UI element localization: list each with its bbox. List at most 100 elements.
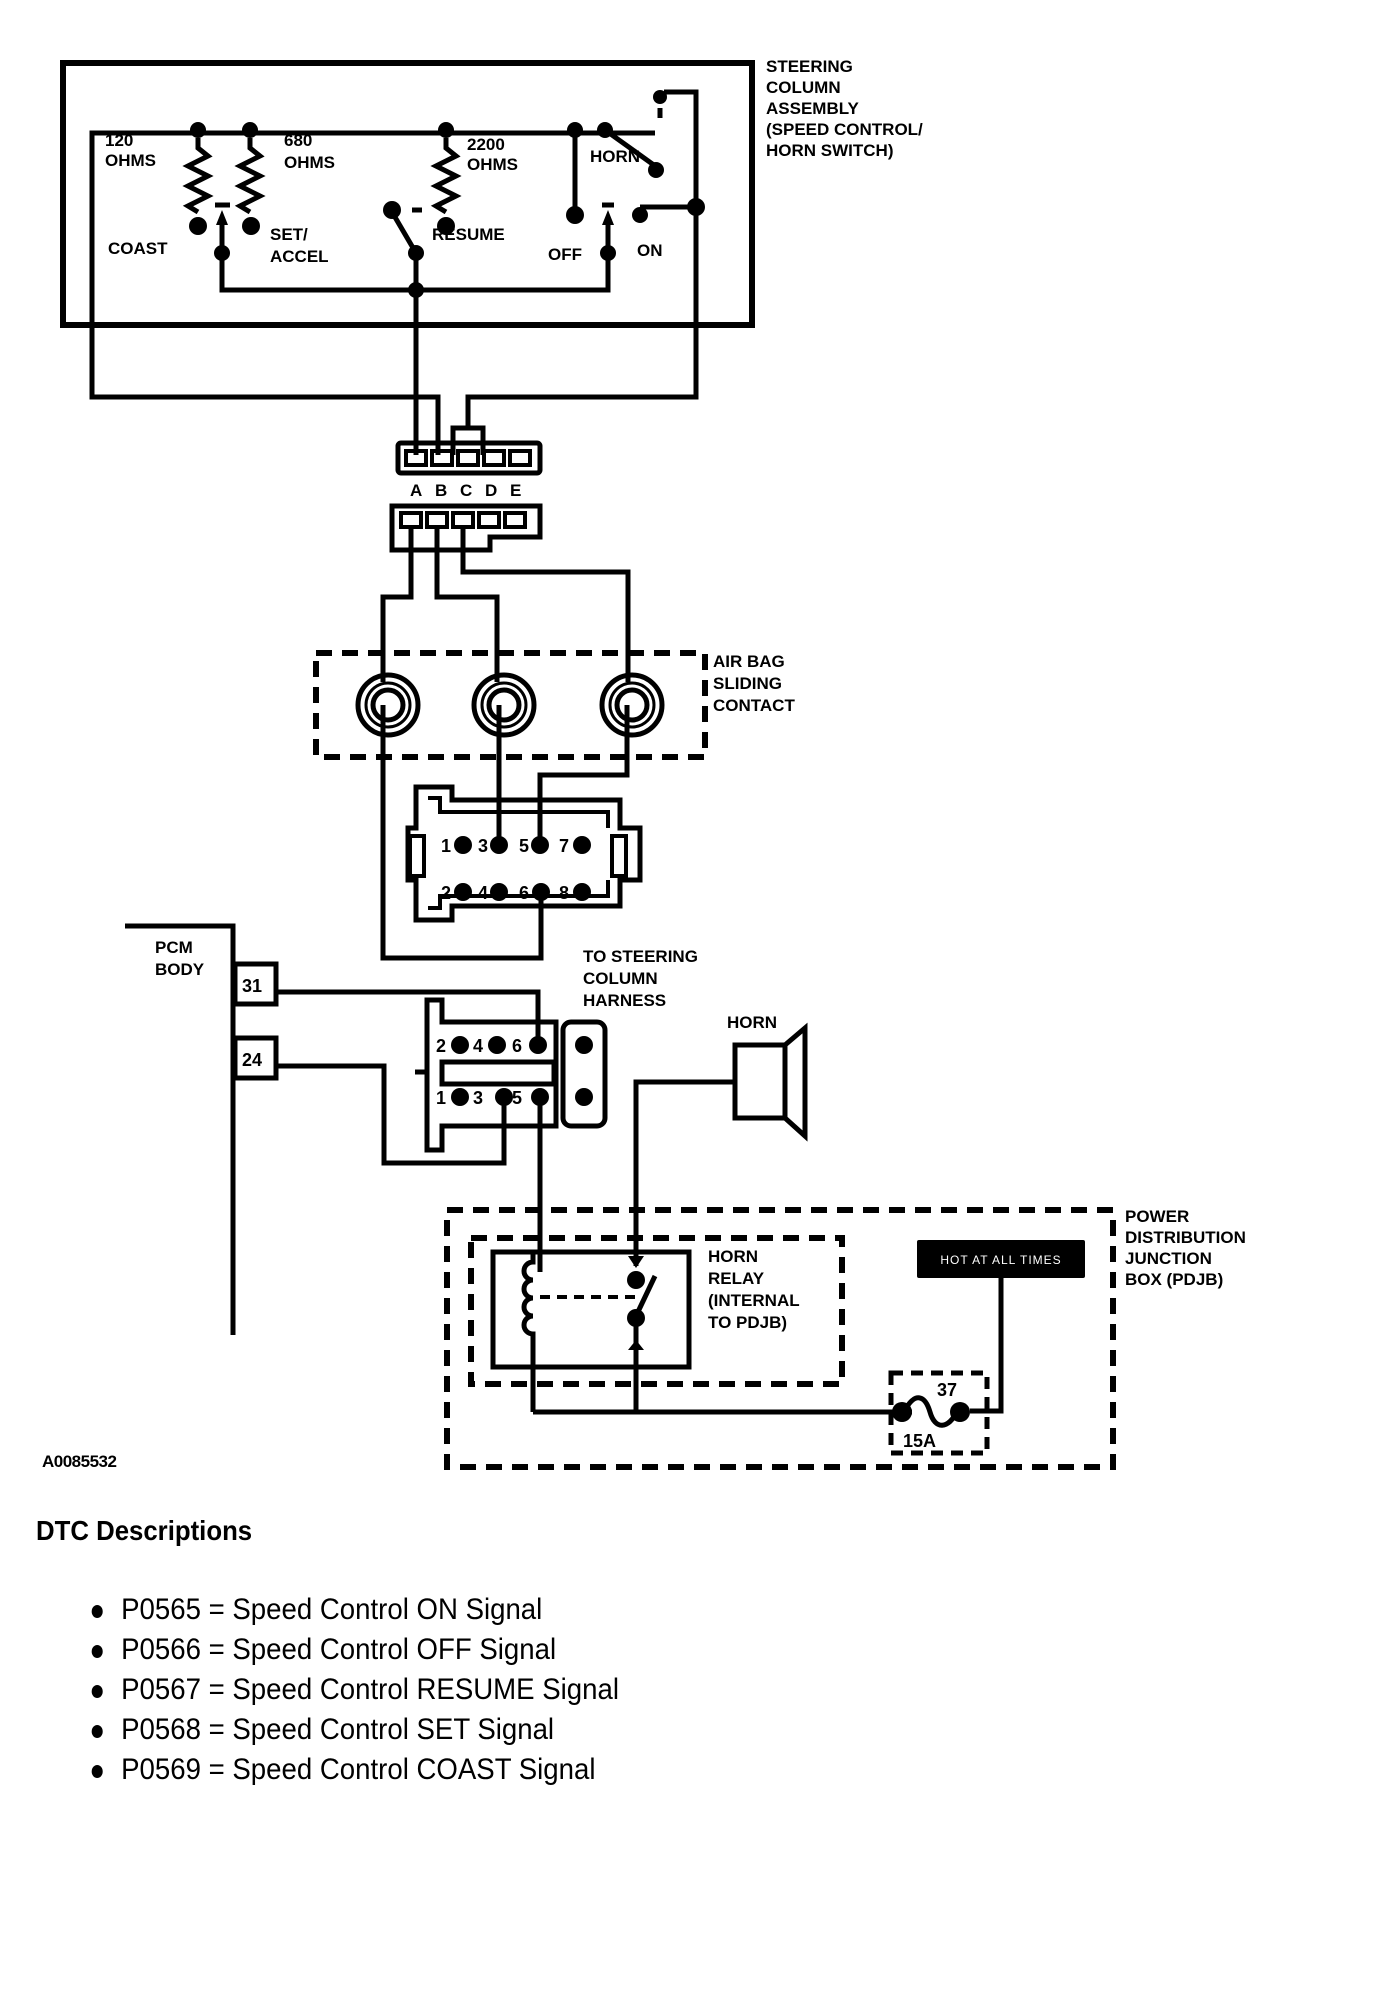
horn-relay-label-3: (INTERNAL — [708, 1291, 800, 1310]
eight-pin-connector: 1 3 5 7 2 4 6 8 — [405, 784, 643, 923]
bullet-icon — [91, 1685, 103, 1698]
harness-label-2: COLUMN — [583, 969, 658, 988]
clockspring-coil-icon — [471, 665, 537, 757]
sliding-contact-dashed-box — [313, 650, 708, 760]
pcm-body: PCM BODY 31 24 — [125, 923, 279, 1335]
pcm-boundary-line — [125, 923, 236, 1335]
clockspring-coil-icon — [355, 665, 421, 757]
pdjb-dashed-box — [444, 1207, 1116, 1470]
pin-2-label: 2 — [441, 883, 451, 903]
air-bag-sliding-contact: AIR BAG SLIDING CONTACT — [313, 650, 795, 760]
contact-dot — [383, 201, 401, 219]
on-label: ON — [637, 241, 663, 260]
dtc-list-item: P0569 = Speed Control COAST Signal — [88, 1750, 619, 1790]
dtc-item-text: P0566 = Speed Control OFF Signal — [121, 1633, 557, 1666]
dtc-list-item: P0566 = Speed Control OFF Signal — [88, 1630, 619, 1670]
bullet-icon — [91, 1645, 103, 1658]
power-distribution-junction-box: HORN RELAY (INTERNAL TO PDJB) HOT AT ALL… — [444, 1207, 1246, 1470]
harness-pin-2-label: 2 — [436, 1036, 446, 1056]
pcm-pin-31-label: 31 — [242, 976, 262, 996]
sliding-contact-label-1: AIR BAG — [713, 652, 785, 671]
bullet-icon — [91, 1765, 103, 1778]
relay-contact-dot — [627, 1271, 645, 1289]
relay-switch-blade — [633, 1274, 658, 1318]
contact-dot — [437, 217, 455, 235]
pin-7-dot — [573, 836, 591, 854]
harness-pin-1-dot — [451, 1088, 469, 1106]
pin-8-label: 8 — [559, 883, 569, 903]
switch-pivot-dot — [214, 245, 230, 261]
pcm-label-1: PCM — [155, 938, 193, 957]
pin-1-dot — [454, 836, 472, 854]
harness-pin-3-dot — [495, 1088, 513, 1106]
harness-pin-6-dot — [529, 1036, 547, 1054]
resistor-2200-icon — [430, 138, 462, 215]
resume-label: RESUME — [432, 225, 505, 244]
bullet-icon — [91, 1725, 103, 1738]
steering-column-title-2: COLUMN — [766, 78, 841, 97]
set-accel-label-2: ACCEL — [270, 247, 329, 266]
clockspring-connector: A B C D E — [389, 440, 543, 553]
resistor-680-icon — [234, 138, 266, 215]
contact-dot — [566, 206, 584, 224]
connector-to-clockspring-wires — [380, 527, 631, 665]
harness-pin-4-label: 4 — [473, 1036, 483, 1056]
resistor-120-icon — [182, 138, 214, 215]
pin-4-dot — [490, 883, 508, 901]
contact-dot — [632, 207, 648, 223]
horn-relay-label-4: TO PDJB) — [708, 1313, 787, 1332]
dtc-item-text: P0568 = Speed Control SET Signal — [121, 1713, 555, 1746]
pin-label-b: B — [435, 481, 447, 500]
horn-label: HORN — [727, 1013, 777, 1032]
harness-pin-2-dot — [451, 1036, 469, 1054]
connector-lower-pins — [399, 511, 527, 529]
horn-switch-label: HORN — [590, 147, 640, 166]
horn-feed-wire — [664, 89, 699, 325]
pcm-to-harness-wires — [276, 989, 541, 1166]
harness-pin-3-label: 3 — [473, 1088, 483, 1108]
steering-column-title-3: ASSEMBLY — [766, 99, 860, 118]
connector-lower-shell — [389, 503, 543, 553]
harness-connector-shell — [424, 997, 559, 1153]
dtc-list-item: P0567 = Speed Control RESUME Signal — [88, 1670, 619, 1710]
pdjb-label-4: BOX (PDJB) — [1125, 1270, 1223, 1289]
horn-icon: HORN — [633, 1013, 808, 1260]
pin-5-label: 5 — [519, 836, 529, 856]
harness-pin-1-label: 1 — [436, 1088, 446, 1108]
junction-dot — [438, 122, 454, 138]
pin-4-label: 4 — [478, 883, 488, 903]
harness-label-3: HARNESS — [583, 991, 666, 1010]
pin-label-e: E — [510, 481, 521, 500]
harness-pin-5-label: 5 — [512, 1088, 522, 1108]
resistor-2200-value: 2200 — [467, 135, 505, 154]
fuse-dashed-box — [888, 1370, 990, 1456]
junction-dot — [653, 90, 667, 104]
steering-column-title-4: (SPEED CONTROL/ — [766, 120, 923, 139]
pin-5-dot — [531, 836, 549, 854]
fuse-rating: 15A — [903, 1431, 936, 1451]
dtc-item-text: P0569 = Speed Control COAST Signal — [121, 1753, 596, 1786]
relay-coil-icon — [521, 1252, 536, 1367]
junction-dot — [567, 122, 583, 138]
relay-contact-dot — [627, 1309, 645, 1327]
pdjb-label-3: JUNCTION — [1125, 1249, 1212, 1268]
bullet-icon — [91, 1605, 103, 1618]
dtc-list: P0565 = Speed Control ON Signal P0566 = … — [88, 1590, 665, 1790]
off-label: OFF — [548, 245, 582, 264]
figure-id: A0085532 — [42, 1452, 117, 1471]
pin-6-label: 6 — [519, 883, 529, 903]
resistor-2200-unit: OHMS — [467, 155, 518, 174]
junction-dot — [190, 122, 206, 138]
harness-latch-dot — [575, 1088, 593, 1106]
junction-dot — [687, 198, 705, 216]
clockspring-coil-icon — [599, 665, 665, 757]
pdjb-label-2: DISTRIBUTION — [1125, 1228, 1246, 1247]
pcm-pin-24-label: 24 — [242, 1050, 262, 1070]
switch-pivot-dot — [600, 245, 616, 261]
pin-1-label: 1 — [441, 836, 451, 856]
pin-2-dot — [454, 883, 472, 901]
horn-switch-blade — [603, 127, 660, 171]
set-accel-label-1: SET/ — [270, 225, 308, 244]
resistor-120-unit: OHMS — [105, 151, 156, 170]
pin-3-label: 3 — [478, 836, 488, 856]
